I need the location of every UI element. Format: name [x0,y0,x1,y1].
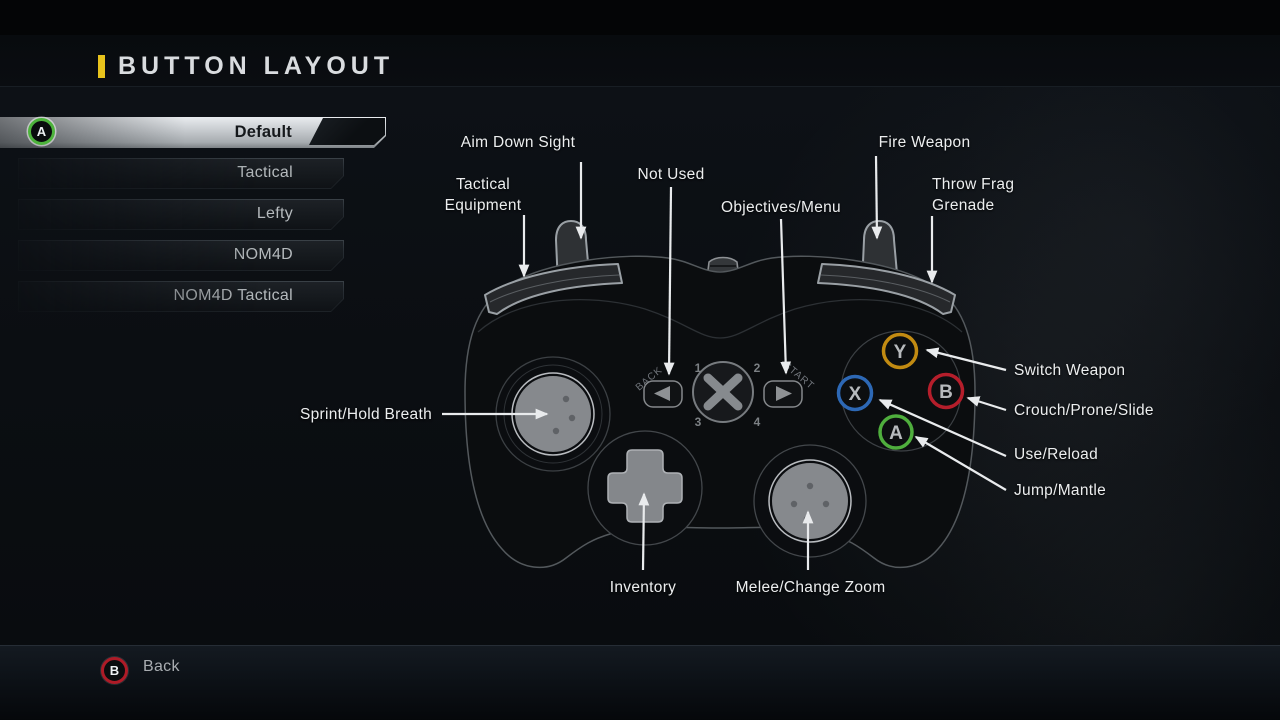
x-button-letter: X [849,384,862,405]
number-3: 3 [695,415,702,429]
left-stick-dot [552,427,560,435]
arrow-use-reload [878,398,1007,458]
menu-item-label: NOM4D Tactical [173,287,293,304]
arrow-switch-weapon [925,347,1007,372]
header-bar [0,35,1280,86]
y-button [881,332,919,370]
arrow-objectives-menu [779,218,792,375]
dpad [607,449,683,523]
title-accent-bar [98,55,105,78]
top-letterbox-band [0,0,1280,35]
menu-item-label: Lefty [256,205,293,222]
b-button [927,372,965,410]
menu-item-label: Tactical [237,164,293,181]
arrow-jump-mantle [914,436,1007,491]
number-1: 1 [695,361,702,375]
menu-item-tactical[interactable]: Tactical [18,158,344,189]
label-switch-weapon: Switch Weapon [1014,362,1126,379]
number-2: 2 [754,361,761,375]
menu-item-label: Default [234,123,292,141]
label-throw-frag: Throw Frag Grenade [932,176,1015,214]
label-crouch: Crouch/Prone/Slide [1014,402,1154,419]
menu-item-nom4d[interactable]: NOM4D [18,240,344,271]
right-stick [772,463,848,539]
label-melee: Melee/Change Zoom [735,579,886,596]
label-objectives-menu: Objectives/Menu [721,199,841,216]
xbox-logo-icon [703,373,743,411]
start-arrow-icon [776,386,792,401]
label-inventory: Inventory [609,579,677,596]
menu-item-lefty[interactable]: Lefty [18,199,344,230]
x-button [836,374,874,412]
label-jump-mantle: Jump/Mantle [1014,482,1107,499]
y-button-letter: Y [894,342,907,363]
left-stick-dot [562,395,570,403]
footer-bar [0,645,1280,720]
arrow-fire-weapon [871,155,883,240]
faceplate-seam [477,298,963,339]
a-button-icon: A [28,118,55,145]
b-button-letter: B [939,382,953,403]
left-bumper-seam [489,274,620,303]
right-stick-dot [790,500,798,508]
a-button [878,414,914,450]
label-use-reload: Use/Reload [1014,446,1098,463]
right-stick-ring [768,459,852,543]
left-stick-dot [568,414,576,422]
back-hint-label[interactable]: Back [143,658,180,675]
right-stick-dot [806,482,814,490]
left-stick [515,376,591,452]
left-bumper [484,263,623,315]
label-sprint: Sprint/Hold Breath [299,406,432,423]
arrow-crouch [966,396,1007,412]
arrow-inventory [638,492,650,571]
arrow-not-used [663,186,675,376]
right-bumper-seam [820,274,951,303]
menu-item-nom4d-tactical[interactable]: NOM4D Tactical [18,281,344,312]
label-fire-weapon: Fire Weapon [878,134,971,151]
number-4: 4 [754,415,761,429]
page-title: BUTTON LAYOUT [118,52,395,80]
b-button-icon[interactable]: B [101,657,128,684]
label-not-used: Not Used [637,166,705,183]
selected-badge-slot [309,118,385,145]
menu-item-label: NOM4D [233,246,293,263]
label-tactical-equipment: Tactical Equipment [444,176,522,214]
menu-item-default[interactable]: Default A [0,117,386,148]
back-arrow-icon [654,386,670,401]
right-stick-dot [822,500,830,508]
label-aim-down-sight: Aim Down Sight [460,134,576,151]
a-button-letter: A [889,423,903,444]
